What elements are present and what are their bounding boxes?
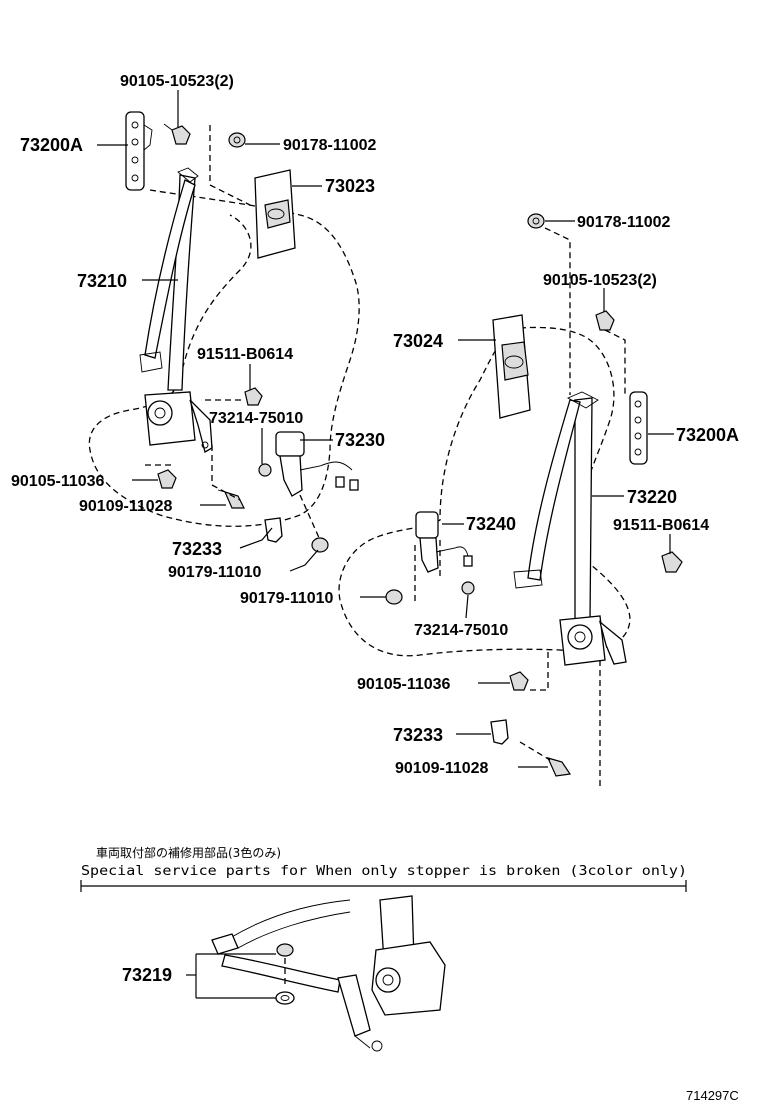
left-lower-bolt-1 — [157, 469, 177, 489]
label-left-retractor-bolt: 91511-B0614 — [197, 346, 293, 363]
label-left-bolt-upper: 90105-10523(2) — [120, 73, 234, 90]
right-upper-nut — [527, 213, 545, 229]
label-right-buckle: 73240 — [466, 514, 516, 534]
left-lower-nut — [311, 537, 329, 553]
right-anchor-bracket — [629, 391, 648, 465]
label-left-buckle-bolt: 73214-75010 — [209, 410, 303, 427]
label-left-pillar-cover: 73023 — [325, 176, 375, 196]
detail-illustration — [211, 895, 446, 1052]
left-pillar-cover — [254, 169, 296, 259]
label-right-upper-nut: 90178-11002 — [577, 214, 671, 231]
label-right-stopper: 73233 — [393, 725, 443, 745]
note-bracket — [80, 880, 687, 892]
label-stopper-kit: 73219 — [122, 965, 172, 985]
detail-leader-lines — [186, 953, 276, 999]
label-right-belt: 73220 — [627, 487, 677, 507]
left-upper-nut — [228, 132, 246, 148]
left-dash-lines — [145, 125, 321, 541]
left-upper-retractor-bolt — [244, 387, 263, 406]
left-belt-webbing — [139, 167, 199, 391]
right-upper-bolt — [595, 310, 615, 331]
right-dash-lines — [414, 227, 626, 790]
label-left-belt: 73210 — [77, 271, 127, 291]
right-retractor — [559, 615, 627, 666]
left-upper-bolt — [163, 123, 191, 145]
left-leader-lines — [97, 90, 333, 572]
right-pillar-cover — [492, 314, 531, 419]
left-buckle — [275, 431, 359, 497]
right-stopper — [490, 719, 509, 745]
right-buckle — [415, 511, 473, 573]
right-belt-webbing — [513, 391, 599, 623]
label-left-anchor: 73200A — [20, 135, 83, 155]
label-right-buckle-bolt: 73214-75010 — [414, 622, 508, 639]
label-left-stopper: 73233 — [172, 539, 222, 559]
right-leader-lines — [360, 220, 674, 768]
label-left-lower-bolt-1: 90105-11036 — [11, 473, 105, 490]
right-upper-retractor-bolt — [661, 551, 683, 573]
right-lower-nut — [385, 589, 403, 605]
label-right-bolt-upper: 90105-10523(2) — [543, 272, 657, 289]
right-lower-bolt-2 — [546, 757, 572, 777]
right-buckle-bolt — [461, 581, 475, 595]
label-right-anchor: 73200A — [676, 425, 739, 445]
label-right-pillar-cover: 73024 — [393, 331, 443, 351]
left-buckle-bolt — [258, 463, 272, 477]
note-english: Special service parts for When only stop… — [81, 864, 687, 879]
left-anchor-bracket — [125, 111, 153, 191]
label-left-upper-nut: 90178-11002 — [283, 137, 377, 154]
label-left-lower-bolt-2: 90109-11028 — [79, 498, 173, 515]
label-left-buckle: 73230 — [335, 430, 385, 450]
label-right-lower-bolt-1: 90105-11036 — [357, 676, 451, 693]
note-japanese: 車両取付部の補修用部品(3色のみ) — [96, 845, 281, 860]
label-right-lower-bolt-2: 90109-11028 — [395, 760, 489, 777]
left-retractor — [144, 391, 213, 453]
illustration-number: 714297C — [686, 1088, 739, 1103]
right-lower-bolt-1 — [509, 671, 529, 691]
left-stopper — [264, 517, 283, 543]
label-right-retractor-bolt: 91511-B0614 — [613, 517, 709, 534]
label-right-lower-nut: 90179-11010 — [240, 590, 334, 607]
right-seat-outline — [338, 326, 631, 657]
label-left-lower-nut: 90179-11010 — [168, 564, 262, 581]
